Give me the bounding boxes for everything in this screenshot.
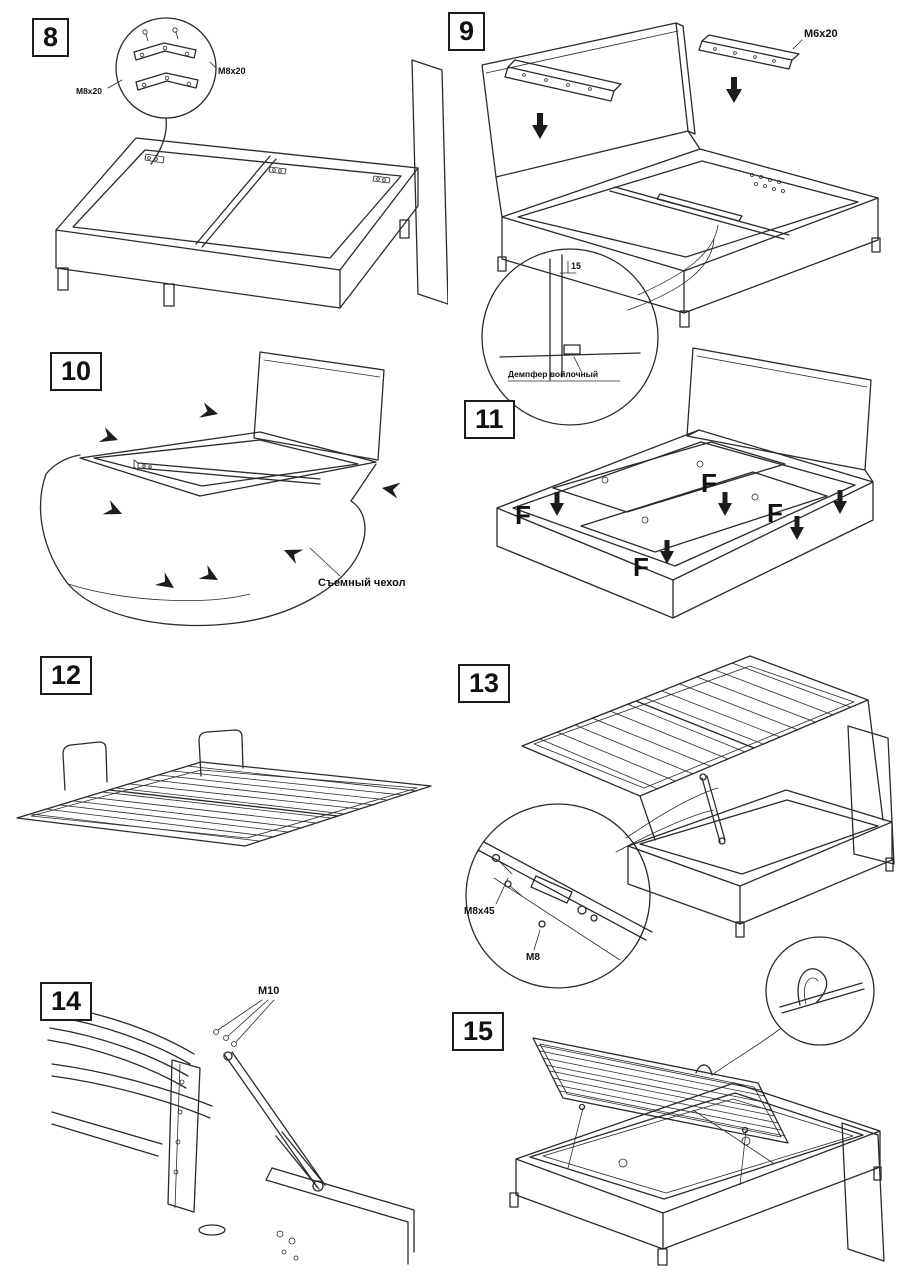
step-8-number: 8 [32, 18, 70, 57]
storage-box [509, 1082, 885, 1266]
down-arrow-icon [790, 516, 804, 540]
step-11-drawing: F F F F [496, 347, 874, 619]
bolt-label-right: M8x20 [218, 66, 246, 76]
headboard [481, 22, 696, 178]
down-arrow-icon [726, 77, 742, 103]
bed-frame [627, 725, 895, 938]
force-marks: F F F F [515, 468, 847, 582]
step-8-drawing: M8x20 M8x20 [55, 17, 448, 309]
step-11-number: 11 [464, 400, 515, 439]
bolt-label: M6x20 [804, 28, 838, 40]
press-arrow-icon [198, 564, 222, 587]
step-14-drawing: M10 [47, 985, 415, 1265]
slatted-base [16, 761, 432, 847]
bottom-panels [552, 441, 828, 553]
headboard [686, 347, 872, 471]
step-9-drawing: M6x20 15 Демпфер войлочный [481, 22, 881, 426]
step-13-drawing: M8x45 M8 [464, 655, 895, 989]
step-13-number: 13 [458, 664, 511, 703]
press-arrow-icon [154, 571, 179, 595]
press-arrow-icon [199, 402, 220, 421]
lifted-slat-base [521, 655, 884, 845]
press-arrow-icon [98, 426, 121, 447]
down-arrow-icon [550, 492, 564, 516]
bed-frame [496, 429, 874, 619]
step-9-number: 9 [448, 12, 486, 51]
bolt-long-label: M8x45 [464, 906, 495, 917]
step-15-drawing [509, 936, 885, 1266]
press-arrow-icon [280, 543, 304, 565]
down-arrow-icon [718, 492, 732, 516]
damper-label: Демпфер войлочный [508, 369, 598, 379]
bed-frame [495, 130, 881, 328]
lift-mechanism [167, 1051, 326, 1213]
step-12-number: 12 [40, 656, 93, 695]
step-10-number: 10 [50, 352, 103, 391]
magnifier-detail: 15 Демпфер войлочный [481, 224, 719, 426]
bed-frame [55, 59, 448, 309]
force-label: F [633, 552, 649, 582]
step-14-number: 14 [40, 982, 93, 1021]
lift-handles [62, 729, 244, 791]
removable-cover [39, 454, 377, 627]
strap-magnifier-detail [711, 936, 875, 1076]
force-label: F [767, 498, 783, 528]
down-arrow-icon [660, 540, 674, 564]
mounting-rails [504, 34, 800, 139]
slat-edges [47, 1005, 213, 1119]
press-arrow-icon [381, 481, 401, 499]
down-arrow-icon [532, 113, 548, 139]
force-label: F [515, 500, 531, 530]
cover-label: Съемный чехол [318, 577, 406, 589]
bolt-nut-label: M8 [526, 952, 540, 963]
lifted-slat-base [532, 1037, 789, 1186]
force-label: F [701, 468, 717, 498]
step-12-drawing [16, 729, 432, 847]
press-arrow-icon [102, 499, 126, 521]
magnifier-detail [115, 17, 217, 165]
headboard [253, 351, 385, 461]
bolt-label: M10 [258, 985, 279, 997]
bolt-label-left: M8x20 [76, 86, 102, 96]
bed-frame [79, 431, 377, 497]
hardware-labels: M8x20 M8x20 [76, 61, 246, 96]
magnifier-detail: M8x45 M8 [464, 787, 719, 989]
dimension-label: 15 [571, 261, 581, 271]
press-arrows [98, 402, 401, 595]
step-15-number: 15 [452, 1012, 505, 1051]
step-10-drawing: Съемный чехол [39, 351, 406, 627]
frame-corner [51, 1111, 415, 1265]
